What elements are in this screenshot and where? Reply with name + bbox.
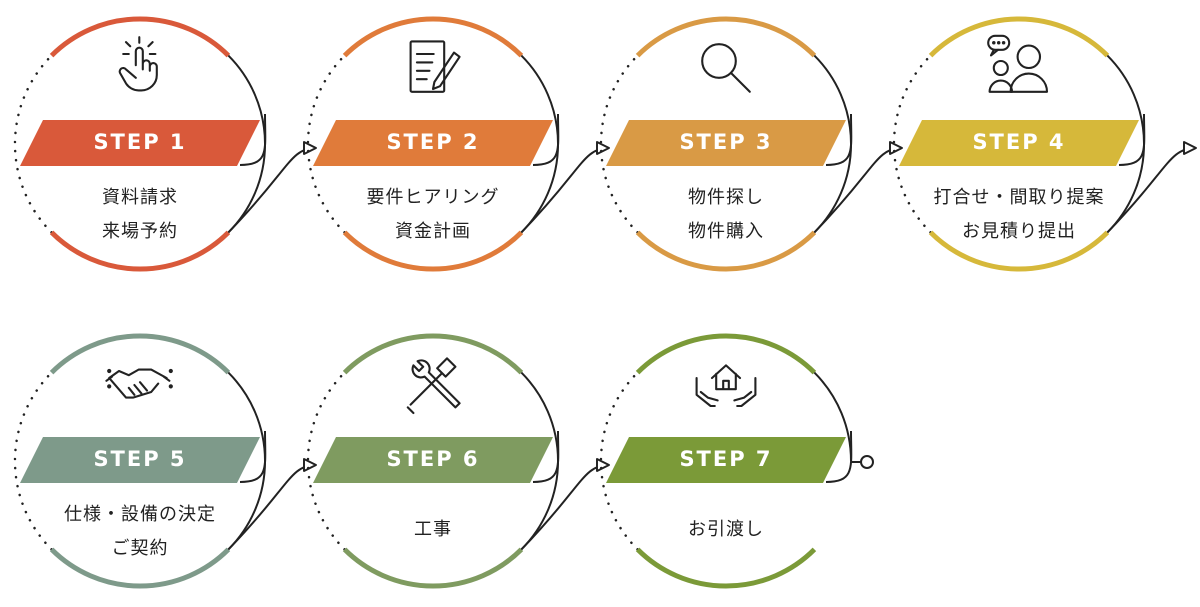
step-1-line-2: 来場予約 bbox=[102, 221, 178, 242]
connector-arrow bbox=[520, 458, 610, 551]
end-marker bbox=[860, 455, 874, 469]
banner-hook bbox=[825, 430, 853, 483]
dotted-arc bbox=[599, 371, 639, 551]
top-arc bbox=[342, 16, 524, 58]
people-chat-icon bbox=[987, 34, 1049, 93]
tap-finger-icon bbox=[118, 36, 158, 92]
step-3-label: STEP 3 bbox=[679, 130, 773, 154]
step-4-line-1: 打合せ・間取り提案 bbox=[933, 187, 1105, 208]
bottom-arc bbox=[342, 230, 524, 272]
step-1-label: STEP 1 bbox=[93, 130, 187, 154]
step-6-line-1: 工事 bbox=[414, 519, 452, 540]
step-2-label: STEP 2 bbox=[386, 130, 480, 154]
step-6-description: 工事 bbox=[303, 513, 563, 547]
top-arc bbox=[635, 333, 817, 375]
top-arc bbox=[49, 333, 231, 375]
dotted-arc bbox=[892, 54, 932, 234]
dotted-arc bbox=[599, 54, 639, 234]
step-5-label: STEP 5 bbox=[93, 447, 187, 471]
step-5-description: 仕様・設備の決定 ご契約 bbox=[10, 498, 270, 566]
step-banner bbox=[313, 120, 553, 166]
step-banner bbox=[20, 437, 260, 483]
step-banner bbox=[606, 120, 846, 166]
dotted-arc bbox=[13, 371, 53, 551]
bottom-arc bbox=[342, 547, 524, 589]
banner-hook bbox=[532, 113, 560, 166]
dotted-arc bbox=[306, 54, 346, 234]
tools-icon bbox=[406, 357, 461, 415]
step-1-line-1: 資料請求 bbox=[102, 187, 178, 208]
step-1-description: 資料請求 来場予約 bbox=[10, 181, 270, 249]
step-4-node bbox=[892, 16, 1197, 272]
step-4-line-2: お見積り提出 bbox=[962, 221, 1076, 242]
step-2-description: 要件ヒアリング 資金計画 bbox=[303, 181, 563, 249]
step-5-line-2: ご契約 bbox=[111, 538, 169, 559]
step-1-node bbox=[13, 16, 317, 272]
handshake-icon bbox=[105, 368, 173, 399]
bottom-arc bbox=[928, 230, 1110, 272]
connector-arrow bbox=[813, 141, 903, 234]
step-banner bbox=[606, 437, 846, 483]
step-6-node bbox=[306, 333, 610, 589]
step-banner bbox=[899, 120, 1139, 166]
step-banner bbox=[20, 120, 260, 166]
step-3-line-2: 物件購入 bbox=[688, 221, 764, 242]
step-2-node bbox=[306, 16, 610, 272]
bottom-arc bbox=[49, 230, 231, 272]
connector-arrow bbox=[520, 141, 610, 234]
step-3-line-1: 物件探し bbox=[688, 187, 764, 208]
step-4-description: 打合せ・間取り提案 お見積り提出 bbox=[889, 181, 1149, 249]
dotted-arc bbox=[306, 371, 346, 551]
dotted-arc bbox=[13, 54, 53, 234]
top-arc bbox=[342, 333, 524, 375]
step-2-line-1: 要件ヒアリング bbox=[366, 187, 500, 208]
banner-hook bbox=[1118, 113, 1146, 166]
step-4-label: STEP 4 bbox=[972, 130, 1066, 154]
step-2-line-2: 資金計画 bbox=[395, 221, 471, 242]
connector-arrow bbox=[1106, 141, 1197, 234]
top-arc bbox=[49, 16, 231, 58]
step-7-line-1: お引渡し bbox=[688, 519, 764, 540]
connector-arrow bbox=[227, 141, 317, 234]
top-arc bbox=[635, 16, 817, 58]
step-7-label: STEP 7 bbox=[679, 447, 773, 471]
banner-hook bbox=[239, 113, 267, 166]
step-5-line-1: 仕様・設備の決定 bbox=[64, 504, 216, 525]
magnifier-icon bbox=[701, 43, 751, 93]
document-pencil-icon bbox=[409, 40, 461, 93]
step-banner bbox=[313, 437, 553, 483]
bottom-arc bbox=[49, 547, 231, 589]
banner-hook bbox=[532, 430, 560, 483]
house-hands-icon bbox=[695, 364, 757, 408]
step-7-description: お引渡し bbox=[596, 513, 856, 547]
step-3-node bbox=[599, 16, 903, 272]
banner-hook bbox=[825, 113, 853, 166]
top-arc bbox=[928, 16, 1110, 58]
bottom-arc bbox=[635, 547, 817, 589]
connector-arrow bbox=[227, 458, 317, 551]
step-5-node bbox=[13, 333, 317, 589]
step-3-description: 物件探し 物件購入 bbox=[596, 181, 856, 249]
banner-hook bbox=[239, 430, 267, 483]
bottom-arc bbox=[635, 230, 817, 272]
step-7-node bbox=[599, 333, 874, 589]
step-6-label: STEP 6 bbox=[386, 447, 480, 471]
